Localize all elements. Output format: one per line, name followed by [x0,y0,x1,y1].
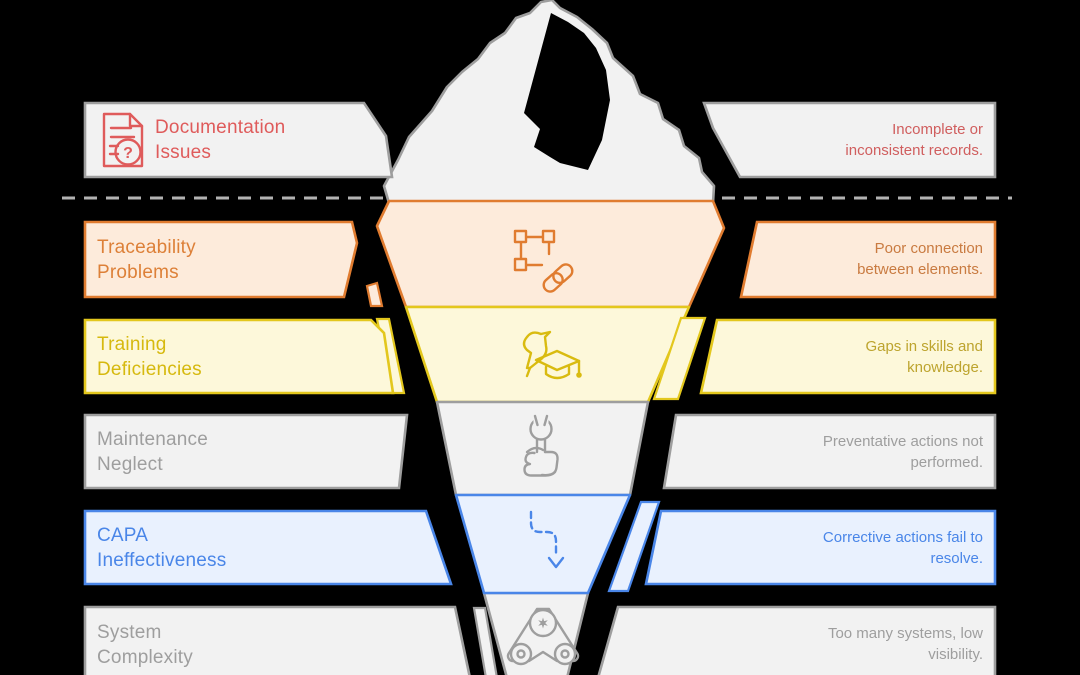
desc-line: Preventative actions not [822,433,983,450]
pulley-star [538,617,548,629]
belt-pulley-icon [506,607,580,666]
desc-line: Too many systems, low [827,625,983,642]
desc-box-system [597,605,997,675]
desc-box-training [699,318,997,395]
title-line: Maintenance [97,429,208,450]
desc-line: knowledge. [907,359,983,376]
label-box-maintenance [83,413,409,490]
desc-box-documentation [702,101,997,179]
desc-training-deficiencies: Gaps in skills and knowledge. [703,336,983,378]
label-box-capa [83,509,453,586]
title-system-complexity: System Complexity [97,620,193,670]
ice-shard-traceability-left [365,281,384,308]
iceberg-band-capa [454,493,632,595]
title-traceability-problems: Traceability Problems [97,235,196,285]
title-line: System [97,622,162,643]
desc-line: Corrective actions fail to [822,529,983,546]
title-line: Problems [97,262,179,283]
desc-documentation-issues: Incomplete or inconsistent records. [703,119,983,161]
ice-shard-training-right [652,316,707,401]
desc-line: Incomplete or [892,121,983,138]
title-line: Traceability [97,237,196,258]
knight-graduation-cap-icon [522,330,582,380]
label-box-system [83,605,471,675]
title-line: Complexity [97,647,193,668]
desc-capa-ineffectiveness: Corrective actions fail to resolve. [703,527,983,569]
question-mark-glyph: ? [123,145,133,162]
label-box-traceability [83,220,359,299]
desc-box-capa [644,509,997,586]
desc-traceability-problems: Poor connection between elements. [703,238,983,280]
desc-line: Poor connection [874,240,983,257]
title-line: Neglect [97,454,163,475]
desc-line: Gaps in skills and [865,338,983,355]
hand-wrench-icon [523,413,559,477]
ice-shard-system-left [472,606,498,675]
title-line: Issues [155,142,212,163]
desc-line: resolve. [930,550,983,567]
title-line: Documentation [155,117,286,138]
desc-system-complexity: Too many systems, low visibility. [703,623,983,665]
desc-box-maintenance [662,413,997,490]
document-question-icon: ? [102,112,144,168]
label-box-documentation [83,101,394,179]
desc-line: between elements. [857,261,983,278]
title-line: CAPA [97,525,149,546]
title-line: Deficiencies [97,359,202,380]
desc-line: inconsistent records. [845,142,983,159]
desc-line: performed. [910,454,983,471]
title-training-deficiencies: Training Deficiencies [97,332,202,382]
desc-box-traceability [739,220,997,299]
desc-maintenance-neglect: Preventative actions not performed. [703,431,983,473]
title-capa-ineffectiveness: CAPA Ineffectiveness [97,523,226,573]
selection-link-icon [513,229,574,293]
iceberg-shadow-notch [524,13,610,170]
ice-shard-capa-right [607,500,661,593]
dashed-path-arrow-icon [529,510,565,569]
title-documentation-issues: Documentation Issues [155,115,285,165]
desc-line: visibility. [928,646,983,663]
label-box-training [83,318,395,395]
title-line: Training [97,334,167,355]
title-line: Ineffectiveness [97,550,227,571]
title-maintenance-neglect: Maintenance Neglect [97,427,208,477]
